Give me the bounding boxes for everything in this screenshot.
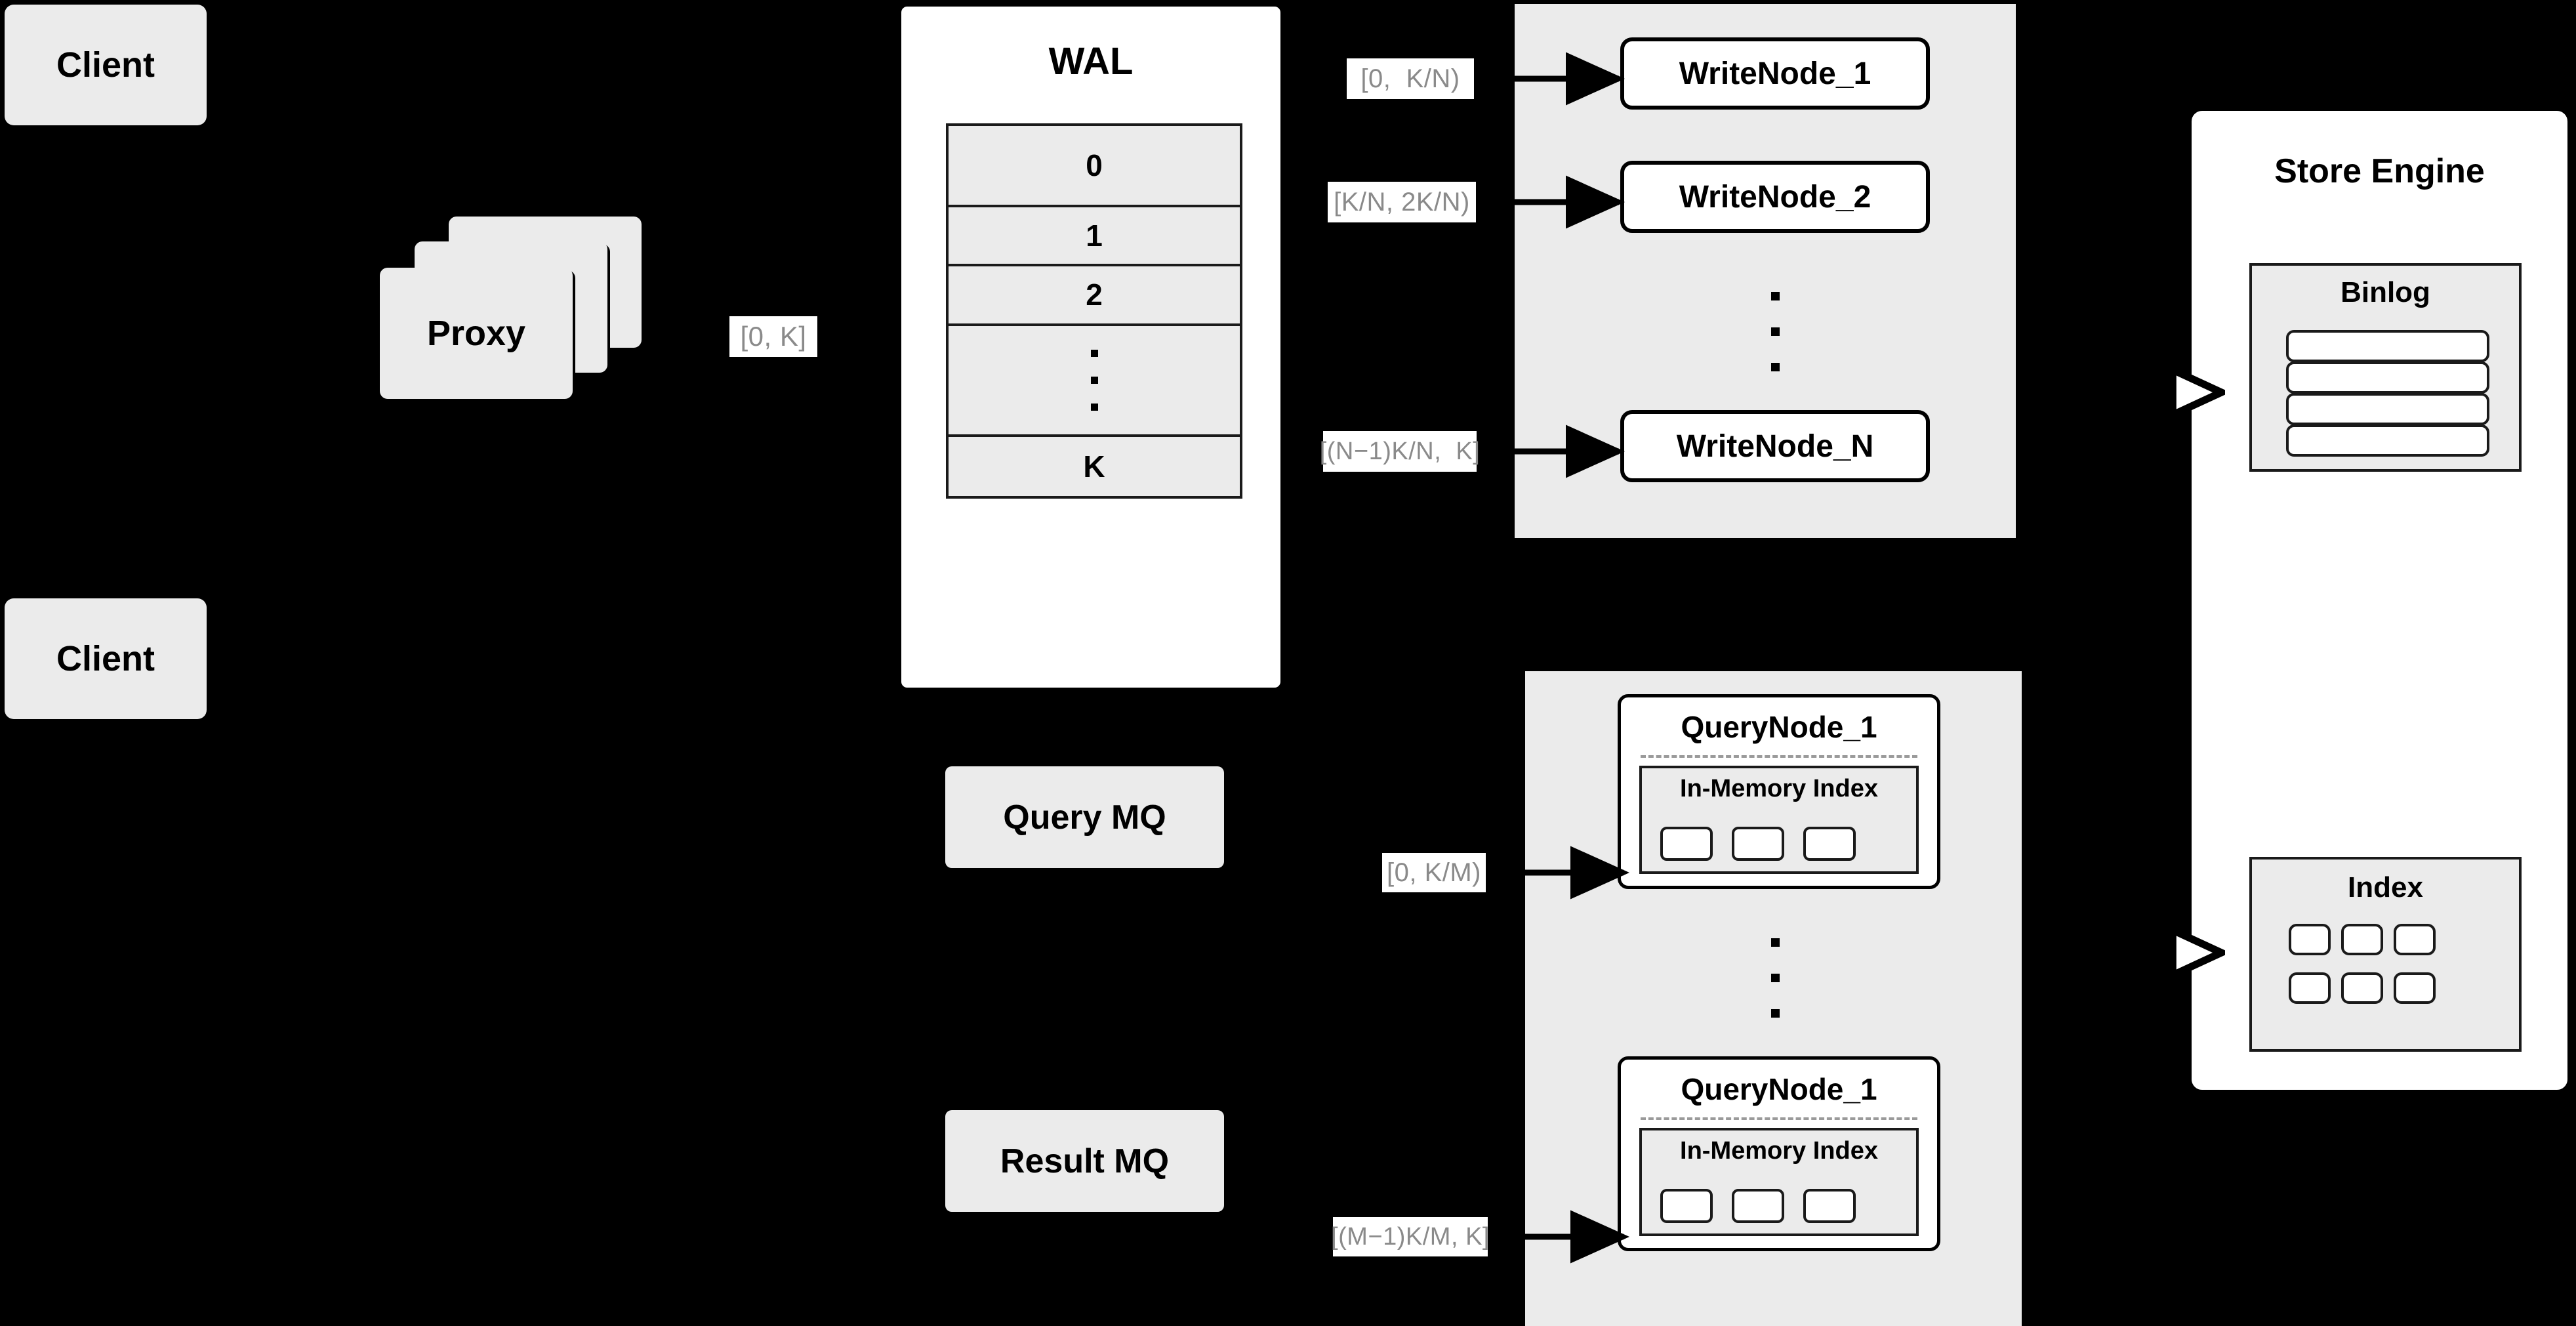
arrow-to-write-node-2 — [1512, 175, 1625, 229]
arrow-to-query-node-1 — [1519, 846, 1629, 900]
ellipsis-dot — [1770, 938, 1780, 947]
query-node-1-divider — [1641, 755, 1917, 758]
index-cell — [1803, 1189, 1856, 1223]
binlog-box: Binlog — [2249, 263, 2522, 472]
range-label-write-node-n: [(N−1)K/N, K] — [1320, 431, 1480, 472]
wal-row-2: 2 — [949, 266, 1240, 326]
query-node-1-label: QueryNode_1 — [1681, 710, 1877, 744]
result-mq-box[interactable]: Result MQ — [945, 1110, 1224, 1212]
ellipsis-dot — [1770, 327, 1780, 336]
wal-row-1: 1 — [949, 207, 1240, 267]
range-label-write-node-1: [0, K/N) — [1347, 58, 1474, 99]
binlog-row — [2286, 330, 2489, 362]
query-node-2-divider — [1641, 1117, 1917, 1120]
index-cell — [1732, 1189, 1784, 1223]
wal-table: 0 1 2 K — [946, 123, 1242, 499]
ellipsis-dot — [1770, 291, 1780, 300]
wal-row-0: 0 — [949, 126, 1240, 208]
arrow-to-write-node-n — [1512, 425, 1625, 478]
in-memory-index-2: In-Memory Index — [1639, 1128, 1919, 1236]
query-node-1[interactable]: QueryNode_1 In-Memory Index — [1618, 694, 1940, 889]
range-label-write-node-2: [K/N, 2K/N) — [1328, 182, 1476, 222]
ellipsis-dot — [1090, 349, 1098, 357]
index-cell — [1803, 827, 1856, 861]
client-label-2: Client — [56, 639, 155, 678]
write-node-1-label: WriteNode_1 — [1679, 56, 1871, 91]
query-mq-box[interactable]: Query MQ — [945, 766, 1224, 868]
ellipsis-dot — [1770, 362, 1780, 371]
client-box-2[interactable]: Client — [5, 598, 207, 719]
write-node-n-label: WriteNode_N — [1676, 428, 1874, 464]
binlog-title: Binlog — [2341, 276, 2430, 308]
write-node-1[interactable]: WriteNode_1 — [1620, 37, 1930, 110]
range-label-proxy-to-wal: [0, K] — [729, 316, 817, 357]
index-box: Index — [2249, 857, 2522, 1052]
arrow-to-query-node-m — [1519, 1210, 1629, 1264]
binlog-row — [2286, 362, 2489, 394]
arrow-to-index — [2184, 933, 2270, 972]
ellipsis-dot — [1770, 1008, 1780, 1018]
query-cluster-ellipsis — [1729, 928, 1821, 1027]
write-node-n[interactable]: WriteNode_N — [1620, 410, 1930, 482]
index-cell — [2289, 924, 2331, 955]
index-cell — [2394, 972, 2436, 1004]
store-engine-panel: Store Engine Binlog Index — [2188, 107, 2571, 1094]
result-mq-label: Result MQ — [1000, 1142, 1170, 1180]
binlog-row — [2286, 425, 2489, 457]
client-box-1[interactable]: Client — [5, 5, 207, 125]
write-cluster-ellipsis — [1729, 276, 1821, 387]
index-cell — [1660, 1189, 1713, 1223]
query-mq-label: Query MQ — [1003, 798, 1166, 837]
arrow-to-binlog — [2184, 373, 2270, 412]
index-cell — [1732, 827, 1784, 861]
in-memory-index-1: In-Memory Index — [1639, 766, 1919, 874]
binlog-row — [2286, 393, 2489, 425]
index-cell — [1660, 827, 1713, 861]
index-cell — [2341, 924, 2383, 955]
wal-panel: WAL 0 1 2 K — [898, 3, 1284, 691]
wal-row-ellipsis — [949, 325, 1240, 437]
ellipsis-dot — [1090, 403, 1098, 411]
query-node-2[interactable]: QueryNode_1 In-Memory Index — [1618, 1056, 1940, 1251]
store-engine-title: Store Engine — [2274, 152, 2485, 190]
proxy-label: Proxy — [426, 314, 526, 353]
proxy-stack[interactable]: Proxy — [374, 217, 663, 426]
query-node-2-label: QueryNode_1 — [1681, 1072, 1877, 1106]
write-node-2[interactable]: WriteNode_2 — [1620, 161, 1930, 233]
index-title: Index — [2348, 871, 2423, 903]
ellipsis-dot — [1090, 376, 1098, 384]
proxy-card[interactable]: Proxy — [380, 268, 573, 399]
index-cell — [2341, 972, 2383, 1004]
range-label-query-node-1: [0, K/M) — [1382, 853, 1486, 892]
in-memory-index-2-label: In-Memory Index — [1680, 1137, 1878, 1165]
wal-row-k: K — [949, 436, 1240, 496]
index-cell — [2394, 924, 2436, 955]
index-cell — [2289, 972, 2331, 1004]
ellipsis-dot — [1770, 973, 1780, 982]
write-node-2-label: WriteNode_2 — [1679, 179, 1871, 215]
in-memory-index-1-label: In-Memory Index — [1680, 775, 1878, 802]
wal-title: WAL — [1048, 40, 1134, 83]
range-label-query-node-m: [(M−1)K/M, K] — [1331, 1217, 1489, 1256]
client-label-1: Client — [56, 45, 155, 85]
arrow-to-write-node-1 — [1512, 52, 1625, 106]
